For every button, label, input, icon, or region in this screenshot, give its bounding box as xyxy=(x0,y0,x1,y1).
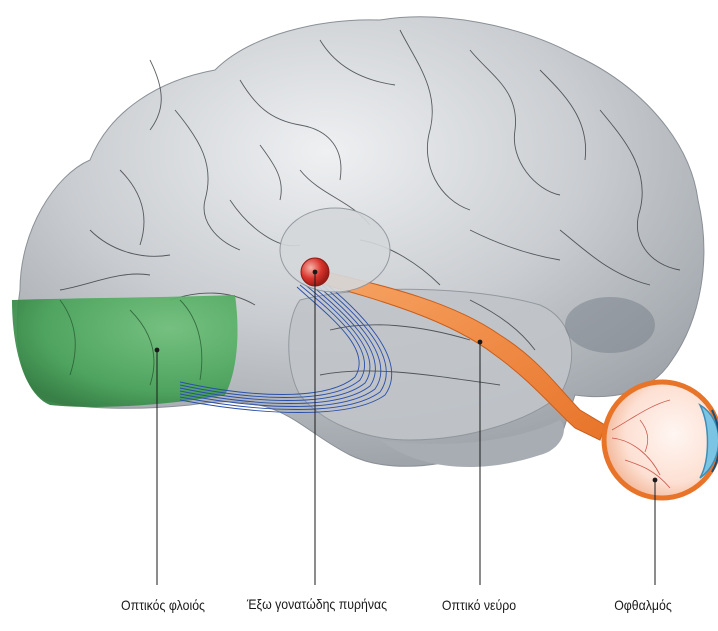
label-visual-cortex: Οπτικός φλοιός xyxy=(97,598,229,612)
label-lateral-geniculate-nucleus: Έξω γονατώδης πυρήνας xyxy=(242,598,392,611)
dark-shadow-region xyxy=(565,297,655,353)
label-optic-nerve: Οπτικό νεύρο xyxy=(413,598,545,612)
thalamus-region xyxy=(280,208,390,292)
visual-cortex-region xyxy=(12,295,238,407)
eye xyxy=(604,382,718,498)
label-eye: Οφθαλμός xyxy=(586,598,700,612)
